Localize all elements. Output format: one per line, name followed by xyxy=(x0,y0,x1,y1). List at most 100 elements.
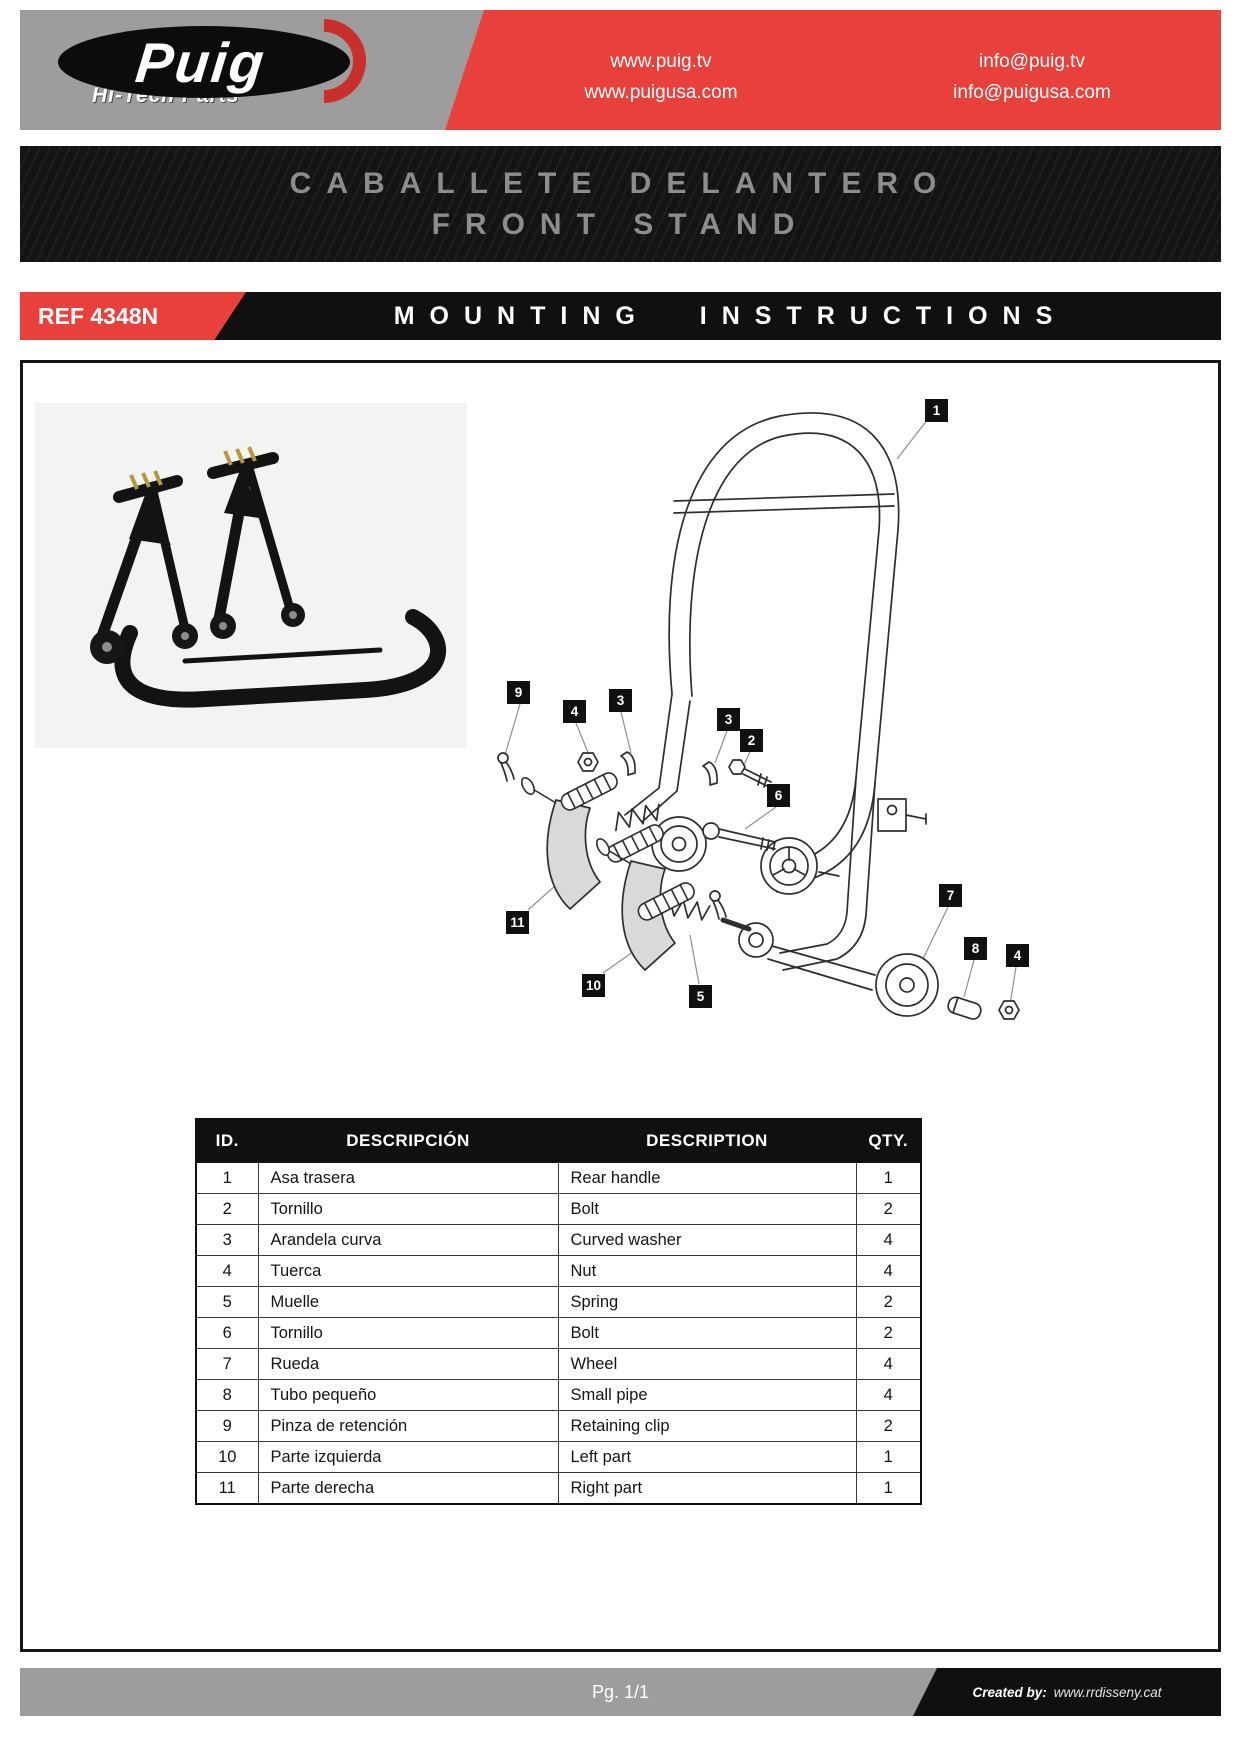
diagram-label-11: 11 xyxy=(506,911,529,934)
part-id: 3 xyxy=(195,1224,259,1256)
part-desc-en: Bolt xyxy=(557,1317,857,1349)
table-row: 9 Pinza de retención Retaining clip 2 xyxy=(195,1410,922,1442)
page-footer: Pg. 1/1 Created by: www.rrdisseny.cat xyxy=(20,1668,1221,1716)
email-link-1: info@puig.tv xyxy=(979,51,1085,72)
header-websites: www.puig.tv www.puigusa.com xyxy=(526,46,796,109)
part-id: 8 xyxy=(195,1379,259,1411)
part-id: 2 xyxy=(195,1193,259,1225)
part-qty: 4 xyxy=(855,1379,922,1411)
title-line-en: FRONT STAND xyxy=(431,207,810,241)
part-id: 9 xyxy=(195,1410,259,1442)
content-frame: 1 9 4 3 3 2 6 7 8 4 11 10 5 ID. DESCRIPC… xyxy=(20,360,1221,1652)
credit-box: Created by: www.rrdisseny.cat xyxy=(913,1668,1221,1716)
part-desc-es: Rueda xyxy=(257,1348,559,1380)
part-desc-en: Curved washer xyxy=(557,1224,857,1256)
table-header-row: ID. DESCRIPCIÓN DESCRIPTION QTY. xyxy=(195,1118,922,1163)
bottom-roller xyxy=(738,922,774,958)
part-desc-en: Wheel xyxy=(557,1348,857,1380)
diagram-label-1: 1 xyxy=(925,399,948,422)
brand-name: Puig xyxy=(133,30,269,94)
side-bracket xyxy=(877,798,927,832)
part-desc-es: Arandela curva xyxy=(257,1224,559,1256)
part-id: 11 xyxy=(195,1472,259,1505)
diagram-label-10: 10 xyxy=(582,974,605,997)
bolt-part-2 xyxy=(728,759,772,788)
part-desc-es: Muelle xyxy=(257,1286,559,1318)
diagram-label-5: 5 xyxy=(689,985,712,1008)
part-desc-en: Bolt xyxy=(557,1193,857,1225)
table-row: 8 Tubo pequeño Small pipe 4 xyxy=(195,1379,922,1411)
part-desc-en: Retaining clip xyxy=(557,1410,857,1442)
header-emails: info@puig.tv info@puigusa.com xyxy=(887,46,1177,109)
header-desc-en: DESCRIPTION xyxy=(557,1118,857,1163)
top-header: Puig Hi-Tech Parts www.puig.tv www.puigu… xyxy=(20,10,1221,130)
parts-table: ID. DESCRIPCIÓN DESCRIPTION QTY. 1 Asa t… xyxy=(195,1118,922,1505)
part-id: 1 xyxy=(195,1162,259,1194)
retaining-clip-part-9-bottom xyxy=(709,890,727,920)
title-line-es: CABALLETE DELANTERO xyxy=(289,166,952,200)
stand-wheels xyxy=(90,603,305,664)
rear-handle-part xyxy=(668,412,900,893)
diagram-label-4: 4 xyxy=(563,700,586,723)
exploded-diagram xyxy=(497,412,1020,1020)
grip-handles xyxy=(520,772,695,921)
diagram-label-2: 2 xyxy=(740,729,763,752)
part-qty: 2 xyxy=(855,1410,922,1442)
bolt-part-6 xyxy=(702,822,776,851)
part-desc-es: Asa trasera xyxy=(257,1162,559,1194)
retaining-clip-part-9-top xyxy=(497,752,515,782)
part-qty: 1 xyxy=(855,1441,922,1473)
part-id: 5 xyxy=(195,1286,259,1318)
part-desc-es: Tubo pequeño xyxy=(257,1379,559,1411)
diagram-label-9: 9 xyxy=(507,681,530,704)
part-desc-es: Tuerca xyxy=(257,1255,559,1287)
part-qty: 2 xyxy=(855,1317,922,1349)
header-desc-es: DESCRIPCIÓN xyxy=(257,1118,559,1163)
table-row: 2 Tornillo Bolt 2 xyxy=(195,1193,922,1225)
part-qty: 4 xyxy=(855,1348,922,1380)
part-desc-en: Spring xyxy=(557,1286,857,1318)
diagram-label-4: 4 xyxy=(1006,944,1029,967)
table-row: 1 Asa trasera Rear handle 1 xyxy=(195,1162,922,1194)
puig-logo: Puig Hi-Tech Parts xyxy=(58,26,418,108)
part-desc-en: Rear handle xyxy=(557,1162,857,1194)
small-pipe-part-8 xyxy=(947,996,982,1020)
wheel-with-axle xyxy=(760,837,840,895)
website-link-1: www.puig.tv xyxy=(610,51,712,72)
puig-logo-oval: Puig xyxy=(58,26,350,98)
nut-part-4-left xyxy=(577,752,599,772)
curved-washers-part-3 xyxy=(620,751,718,786)
part-id: 6 xyxy=(195,1317,259,1349)
nut-part-4-right xyxy=(998,1000,1020,1020)
header-qty: QTY. xyxy=(855,1118,922,1163)
table-row: 3 Arandela curva Curved washer 4 xyxy=(195,1224,922,1256)
part-desc-es: Tornillo xyxy=(257,1317,559,1349)
part-desc-en: Right part xyxy=(557,1472,857,1505)
website-link-2: www.puigusa.com xyxy=(584,82,738,104)
ref-bar: REF 4348N MOUNTING INSTRUCTIONS xyxy=(20,292,1221,340)
credit-url: www.rrdisseny.cat xyxy=(1053,1684,1162,1700)
diagram-label-6: 6 xyxy=(767,784,790,807)
table-row: 7 Rueda Wheel 4 xyxy=(195,1348,922,1380)
part-desc-es: Parte izquierda xyxy=(257,1441,559,1473)
table-row: 5 Muelle Spring 2 xyxy=(195,1286,922,1318)
part-desc-en: Nut xyxy=(557,1255,857,1287)
part-desc-es: Parte derecha xyxy=(257,1472,559,1505)
stand-wheel-hubs xyxy=(102,611,297,652)
part-qty: 1 xyxy=(855,1472,922,1505)
pin-handles xyxy=(520,777,632,865)
part-desc-en: Small pipe xyxy=(557,1379,857,1411)
table-row: 4 Tuerca Nut 4 xyxy=(195,1255,922,1287)
part-desc-es: Tornillo xyxy=(257,1193,559,1225)
part-desc-es: Pinza de retención xyxy=(257,1410,559,1442)
mounting-instructions-title: MOUNTING INSTRUCTIONS xyxy=(393,301,1068,330)
product-photo xyxy=(35,403,467,748)
wheel-middle xyxy=(651,816,707,872)
table-row: 11 Parte derecha Right part 1 xyxy=(195,1472,922,1505)
diagram-label-3: 3 xyxy=(717,708,740,731)
part-qty: 4 xyxy=(855,1224,922,1256)
part-qty: 2 xyxy=(855,1193,922,1225)
stand-fork-brackets xyxy=(129,470,266,545)
page-number: Pg. 1/1 xyxy=(591,1681,650,1702)
